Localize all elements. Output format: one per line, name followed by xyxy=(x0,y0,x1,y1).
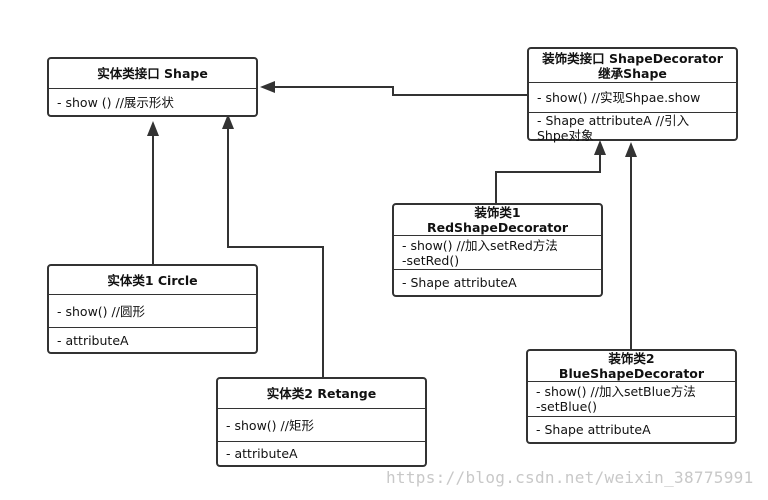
class-red-shape-decorator-attributes: - Shape attributeA xyxy=(402,275,517,290)
class-circle: 实体类1 Circle - show() //圆形 - attributeA xyxy=(47,264,258,354)
class-shape: 实体类接口 Shape - show () //展示形状 xyxy=(47,57,258,117)
class-shape-decorator-title: 装饰类接口 ShapeDecorator 继承Shape xyxy=(529,49,736,83)
arrowhead-circle xyxy=(147,121,159,136)
class-circle-title: 实体类1 Circle xyxy=(49,266,256,295)
arrowhead-blue xyxy=(625,142,637,157)
class-shape-decorator-methods: - show() //实现Shpae.show xyxy=(529,83,736,113)
class-red-shape-decorator-title: 装饰类1 RedShapeDecorator xyxy=(394,205,601,236)
class-blue-shape-decorator-title: 装饰类2 BlueShapeDecorator xyxy=(528,351,735,382)
class-blue-shape-decorator-attributes: - Shape attributeA xyxy=(536,422,651,437)
class-circle-methods: - show() //圆形 xyxy=(49,295,256,328)
class-shape-methods: - show () //展示形状 xyxy=(57,94,174,110)
red-to-decorator-edge xyxy=(495,152,601,203)
retange-to-shape-edge xyxy=(227,126,324,377)
class-blue-shape-decorator: 装饰类2 BlueShapeDecorator - show() //加入set… xyxy=(526,349,737,444)
class-retange-methods: - show() //矩形 xyxy=(218,409,425,442)
class-red-shape-decorator: 装饰类1 RedShapeDecorator - show() //加入setR… xyxy=(392,203,603,297)
watermark: https://blog.csdn.net/weixin_38775991 xyxy=(386,468,754,487)
class-retange: 实体类2 Retange - show() //矩形 - attributeA xyxy=(216,377,427,467)
class-retange-title: 实体类2 Retange xyxy=(218,379,425,409)
class-shape-decorator: 装饰类接口 ShapeDecorator 继承Shape - show() //… xyxy=(527,47,738,143)
decorator-to-shape-edge xyxy=(272,86,527,96)
class-blue-shape-decorator-methods: - show() //加入setBlue方法 -setBlue() xyxy=(528,382,735,417)
class-red-shape-decorator-methods: - show() //加入setRed方法 -setRed() xyxy=(394,236,601,270)
arrowhead-retange xyxy=(222,114,234,129)
arrowhead-red xyxy=(594,140,606,155)
arrowhead-decorator xyxy=(260,81,275,93)
class-shape-decorator-attributes: - Shape attributeA //引入 Shpe对象 xyxy=(537,113,690,143)
class-circle-attributes: - attributeA xyxy=(57,332,129,348)
class-retange-attributes: - attributeA xyxy=(226,446,298,461)
class-shape-title: 实体类接口 Shape xyxy=(49,59,256,89)
